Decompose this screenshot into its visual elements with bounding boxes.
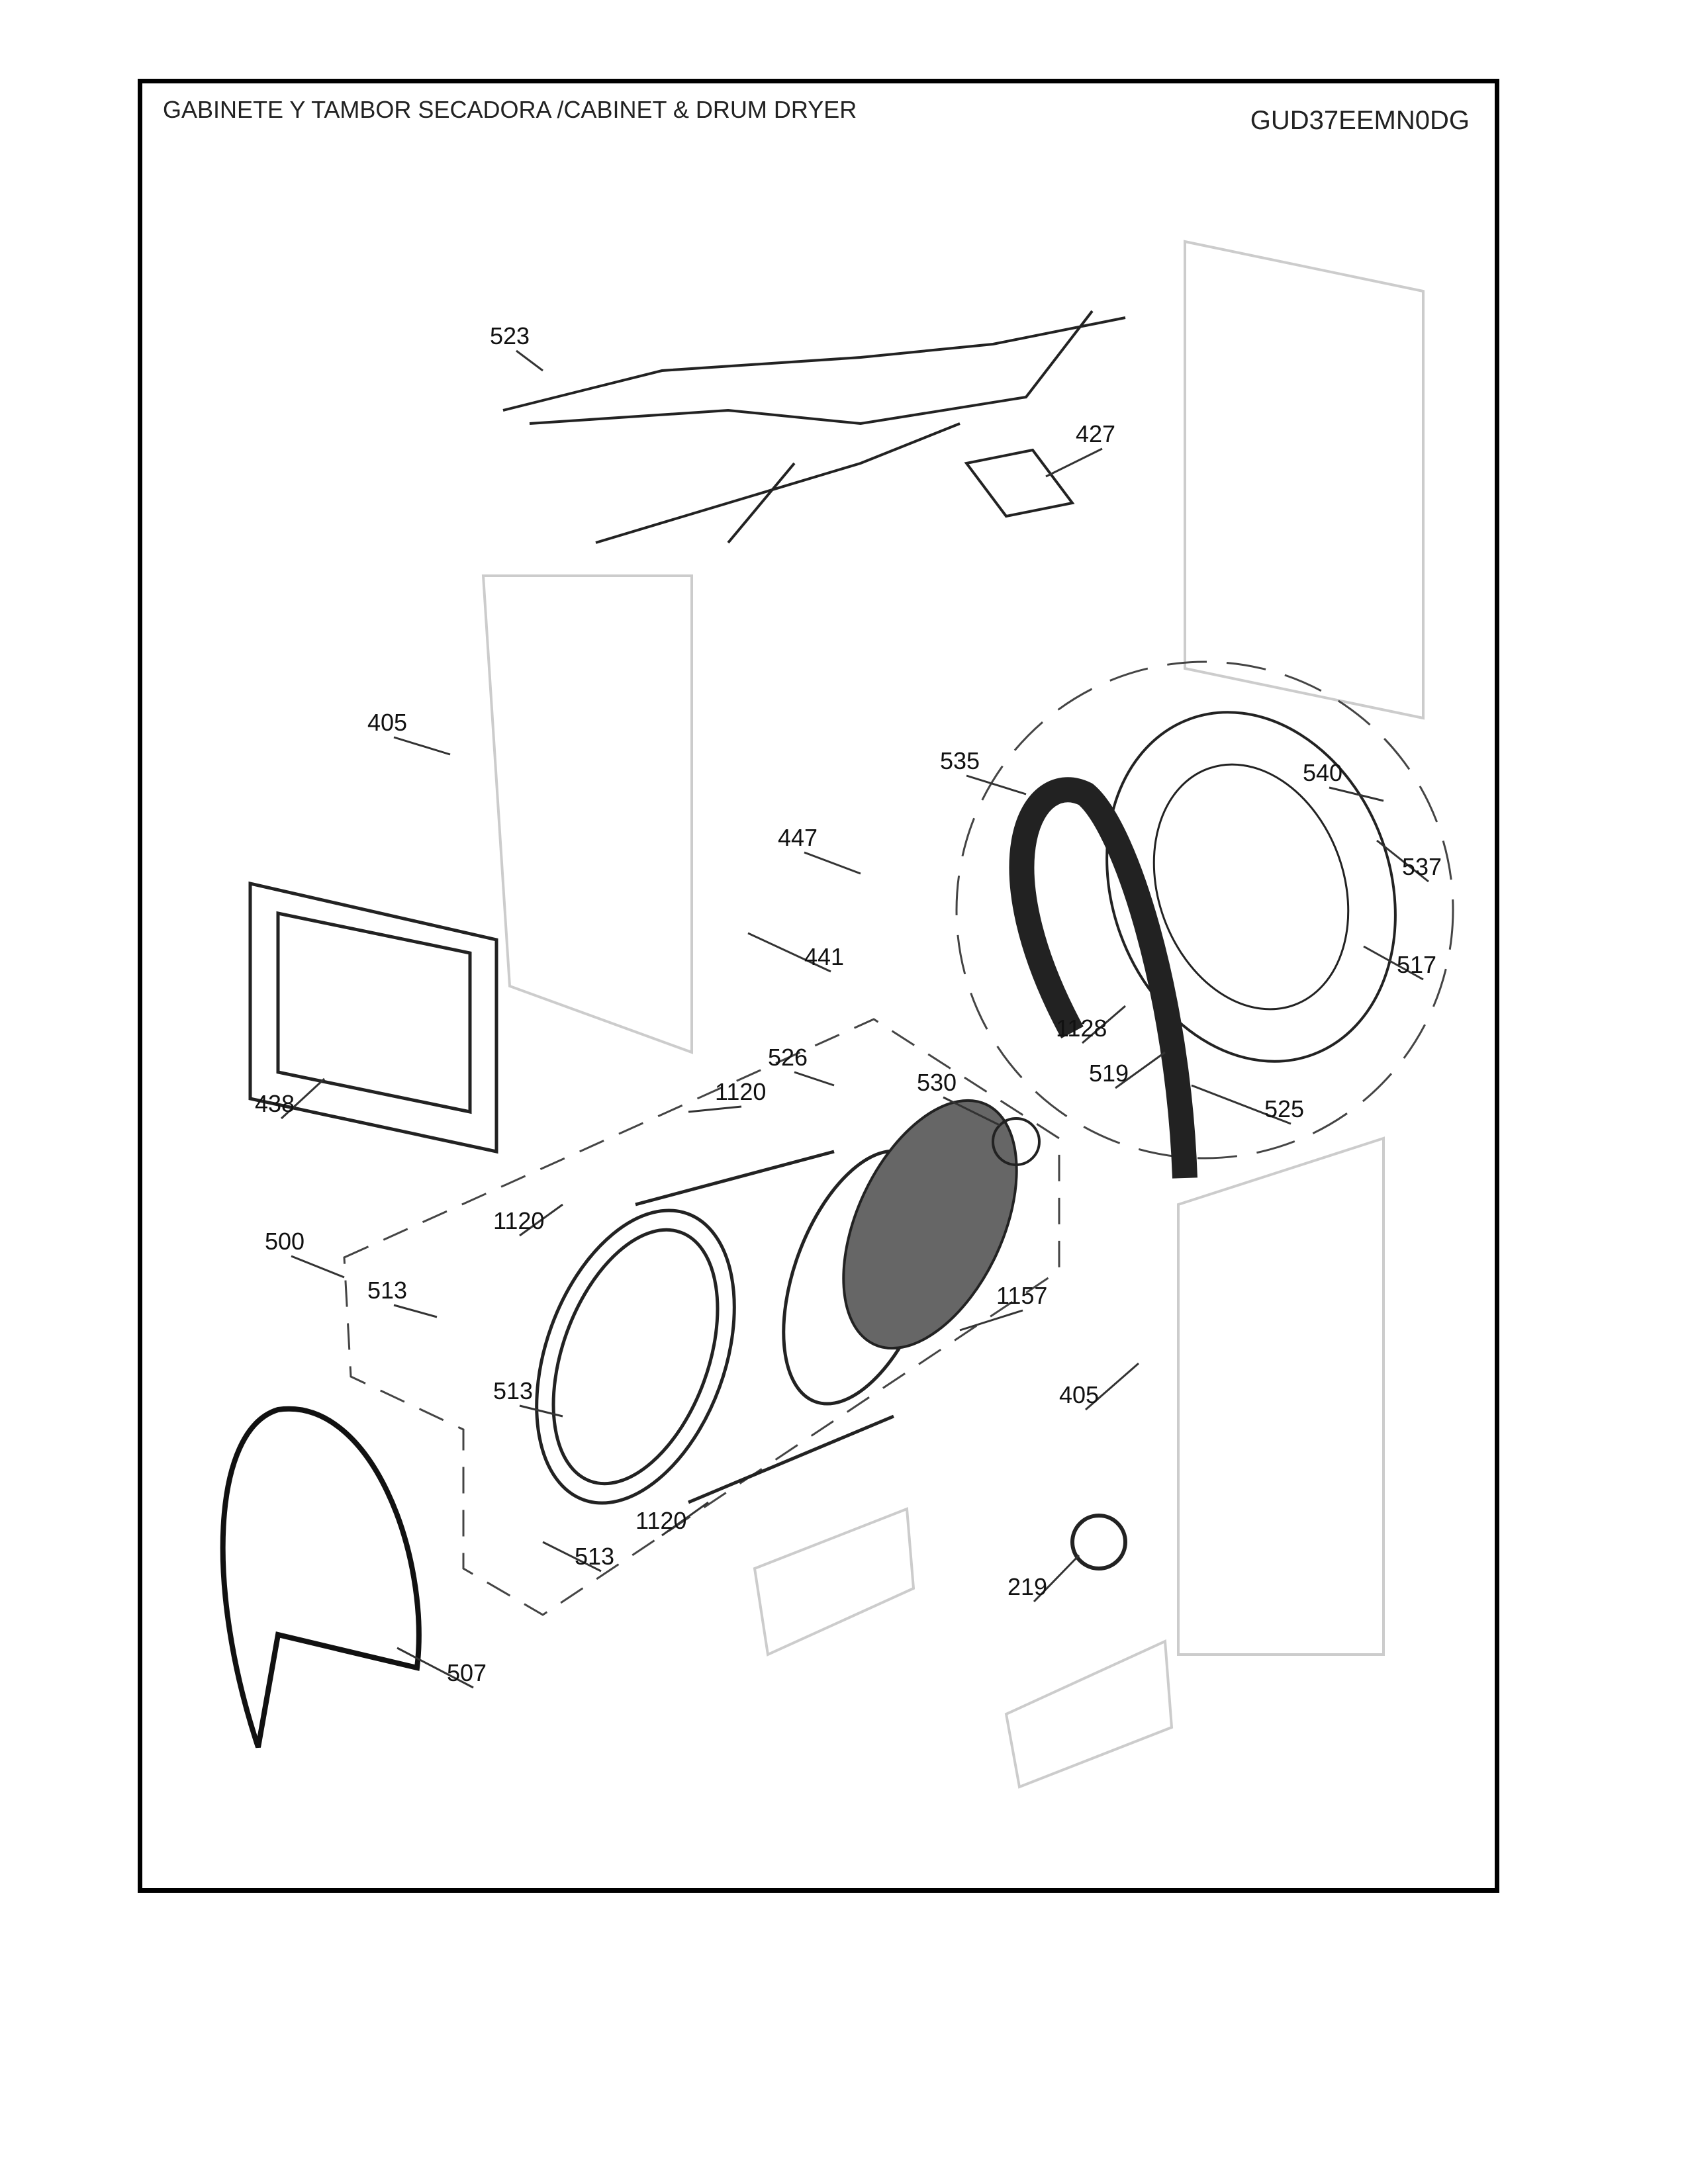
drum-drawing xyxy=(535,1149,939,1505)
callout-drive-belt: 507 xyxy=(447,1659,487,1686)
leader-line-drum-bearing xyxy=(943,1096,1000,1126)
callout-sensor: 537 xyxy=(1402,853,1442,880)
callout-clip-right: 405 xyxy=(1059,1381,1099,1408)
model-number: GUD37EEMN0DG xyxy=(1250,106,1470,135)
callout-baffle-bottom: 513 xyxy=(575,1543,614,1570)
callout-labels: 523 427 405 447 441 535 540 537 517 1128 519 525 438… xyxy=(255,322,1442,1689)
leader-line-screw-left xyxy=(519,1203,563,1237)
leader-line-screw-bottom xyxy=(661,1501,709,1537)
leader-line-sensor xyxy=(1376,839,1429,883)
heater-group-dashed-circle xyxy=(955,660,1454,1160)
callout-top-panel: 438 xyxy=(255,1090,295,1117)
callout-screws-small: 1157 xyxy=(996,1282,1047,1309)
ghost-cabinet-panels xyxy=(481,240,1425,1789)
insulation-pad-drawing xyxy=(964,448,1075,518)
leader-line-insulation-pad xyxy=(1045,447,1103,478)
leader-line-clip-left xyxy=(393,736,451,756)
callout-insulation-pad: 427 xyxy=(1076,420,1115,447)
leader-line-heater-bracket xyxy=(1115,1051,1166,1089)
leader-line-baffle-middle xyxy=(519,1404,563,1418)
leader-line-heater-element xyxy=(1191,1084,1291,1125)
callout-rear-bulkhead: 517 xyxy=(1397,951,1436,978)
leader-line-screws-small xyxy=(959,1309,1023,1332)
heater-element-drawing xyxy=(1009,777,1197,1179)
callout-heater-element: 525 xyxy=(1264,1095,1304,1122)
diagram-title: GABINETE Y TAMBOR SECADORA /CABINET & DR… xyxy=(163,96,857,123)
callout-drum-rear-filter: 526 xyxy=(768,1044,808,1071)
leader-line-heater-assembly-group xyxy=(966,774,1027,796)
callout-screw-left: 1120 xyxy=(493,1207,544,1234)
leader-line-wire-harness xyxy=(516,349,543,372)
drive-belt-drawing xyxy=(220,1406,422,1749)
drum-bearing-drawing xyxy=(992,1117,1041,1166)
leader-line-thermostat xyxy=(1329,786,1384,802)
callout-heater-bracket: 519 xyxy=(1089,1060,1129,1087)
callout-clip-left: 405 xyxy=(367,709,407,736)
leader-line-screws xyxy=(1082,1005,1126,1044)
callout-bracket: 447 xyxy=(778,824,818,851)
drum-assembly-dashed-outline xyxy=(343,1018,1060,1616)
callout-screws: 1128 xyxy=(1056,1015,1107,1042)
callout-screw-bottom: 1120 xyxy=(635,1507,686,1534)
callout-thermostat: 540 xyxy=(1303,759,1342,786)
leader-line-bracket xyxy=(804,851,861,875)
leader-line-baffle-bottom xyxy=(542,1541,602,1572)
callout-screw-top: 1120 xyxy=(715,1078,766,1105)
wire-harness-drawing xyxy=(502,310,1126,544)
top-panel-drawing xyxy=(248,881,498,1154)
rear-bulkhead-drawing xyxy=(1105,711,1397,1063)
clamp-drawing xyxy=(1070,1514,1127,1570)
callout-heater-assembly-group: 535 xyxy=(940,747,980,774)
drum-rear-filter-drawing xyxy=(842,1099,1018,1350)
leader-line-baffle-top xyxy=(393,1304,438,1318)
callout-drum-assembly: 500 xyxy=(265,1228,305,1255)
callout-drum-bearing: 530 xyxy=(917,1069,957,1096)
callout-baffle-top: 513 xyxy=(367,1277,407,1304)
leader-line-drive-belt xyxy=(397,1647,474,1689)
leader-line-clip-right xyxy=(1085,1362,1139,1411)
diagram-frame xyxy=(138,79,1499,1893)
leader-line-screw-top xyxy=(688,1105,742,1113)
leader-line-top-panel xyxy=(280,1077,326,1120)
leader-line-drum-assembly xyxy=(291,1255,345,1279)
callout-clamp: 219 xyxy=(1008,1573,1047,1600)
callout-baffle-middle: 513 xyxy=(493,1377,533,1404)
leader-line-rear-bulkhead xyxy=(1363,945,1424,981)
leader-line-clamp xyxy=(1033,1554,1080,1603)
leader-line-bracket-support xyxy=(747,932,831,973)
callout-bracket-support: 441 xyxy=(804,943,844,970)
leader-line-drum-rear-filter xyxy=(794,1071,835,1087)
callout-wire-harness: 523 xyxy=(490,322,530,349)
